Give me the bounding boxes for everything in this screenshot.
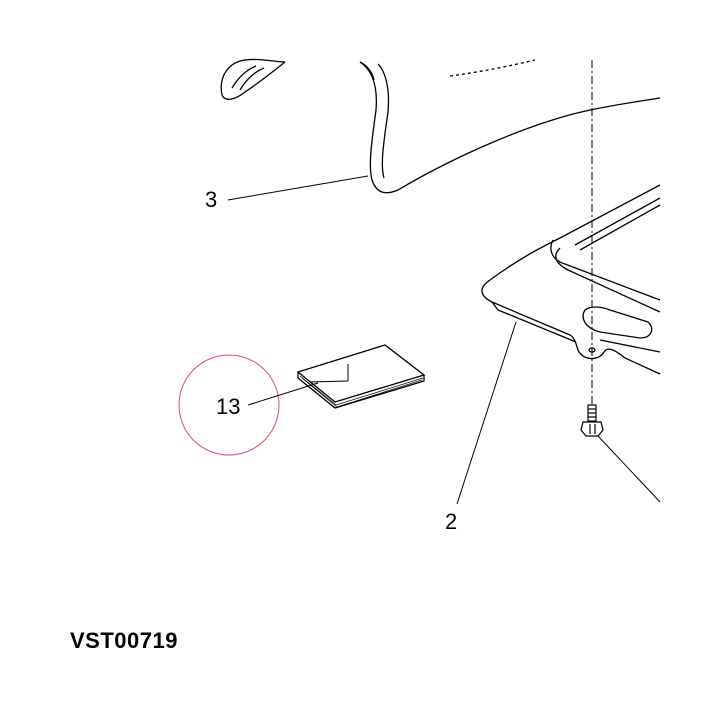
callout-2: 2 [445, 509, 457, 534]
screw-leader-line [597, 435, 661, 503]
leader-line-2 [456, 321, 517, 505]
leader-line-3 [227, 175, 369, 201]
part-3-trim-panel [220, 58, 661, 194]
screw-fastener [580, 404, 604, 437]
highlight-circle [178, 354, 280, 456]
part-2-tray [481, 184, 661, 375]
diagram-reference-code: VST00719 [70, 628, 178, 653]
callout-13: 13 [216, 394, 240, 419]
part-13-label [296, 344, 426, 409]
leader-line-13 [247, 382, 319, 406]
callout-3: 3 [205, 187, 217, 212]
